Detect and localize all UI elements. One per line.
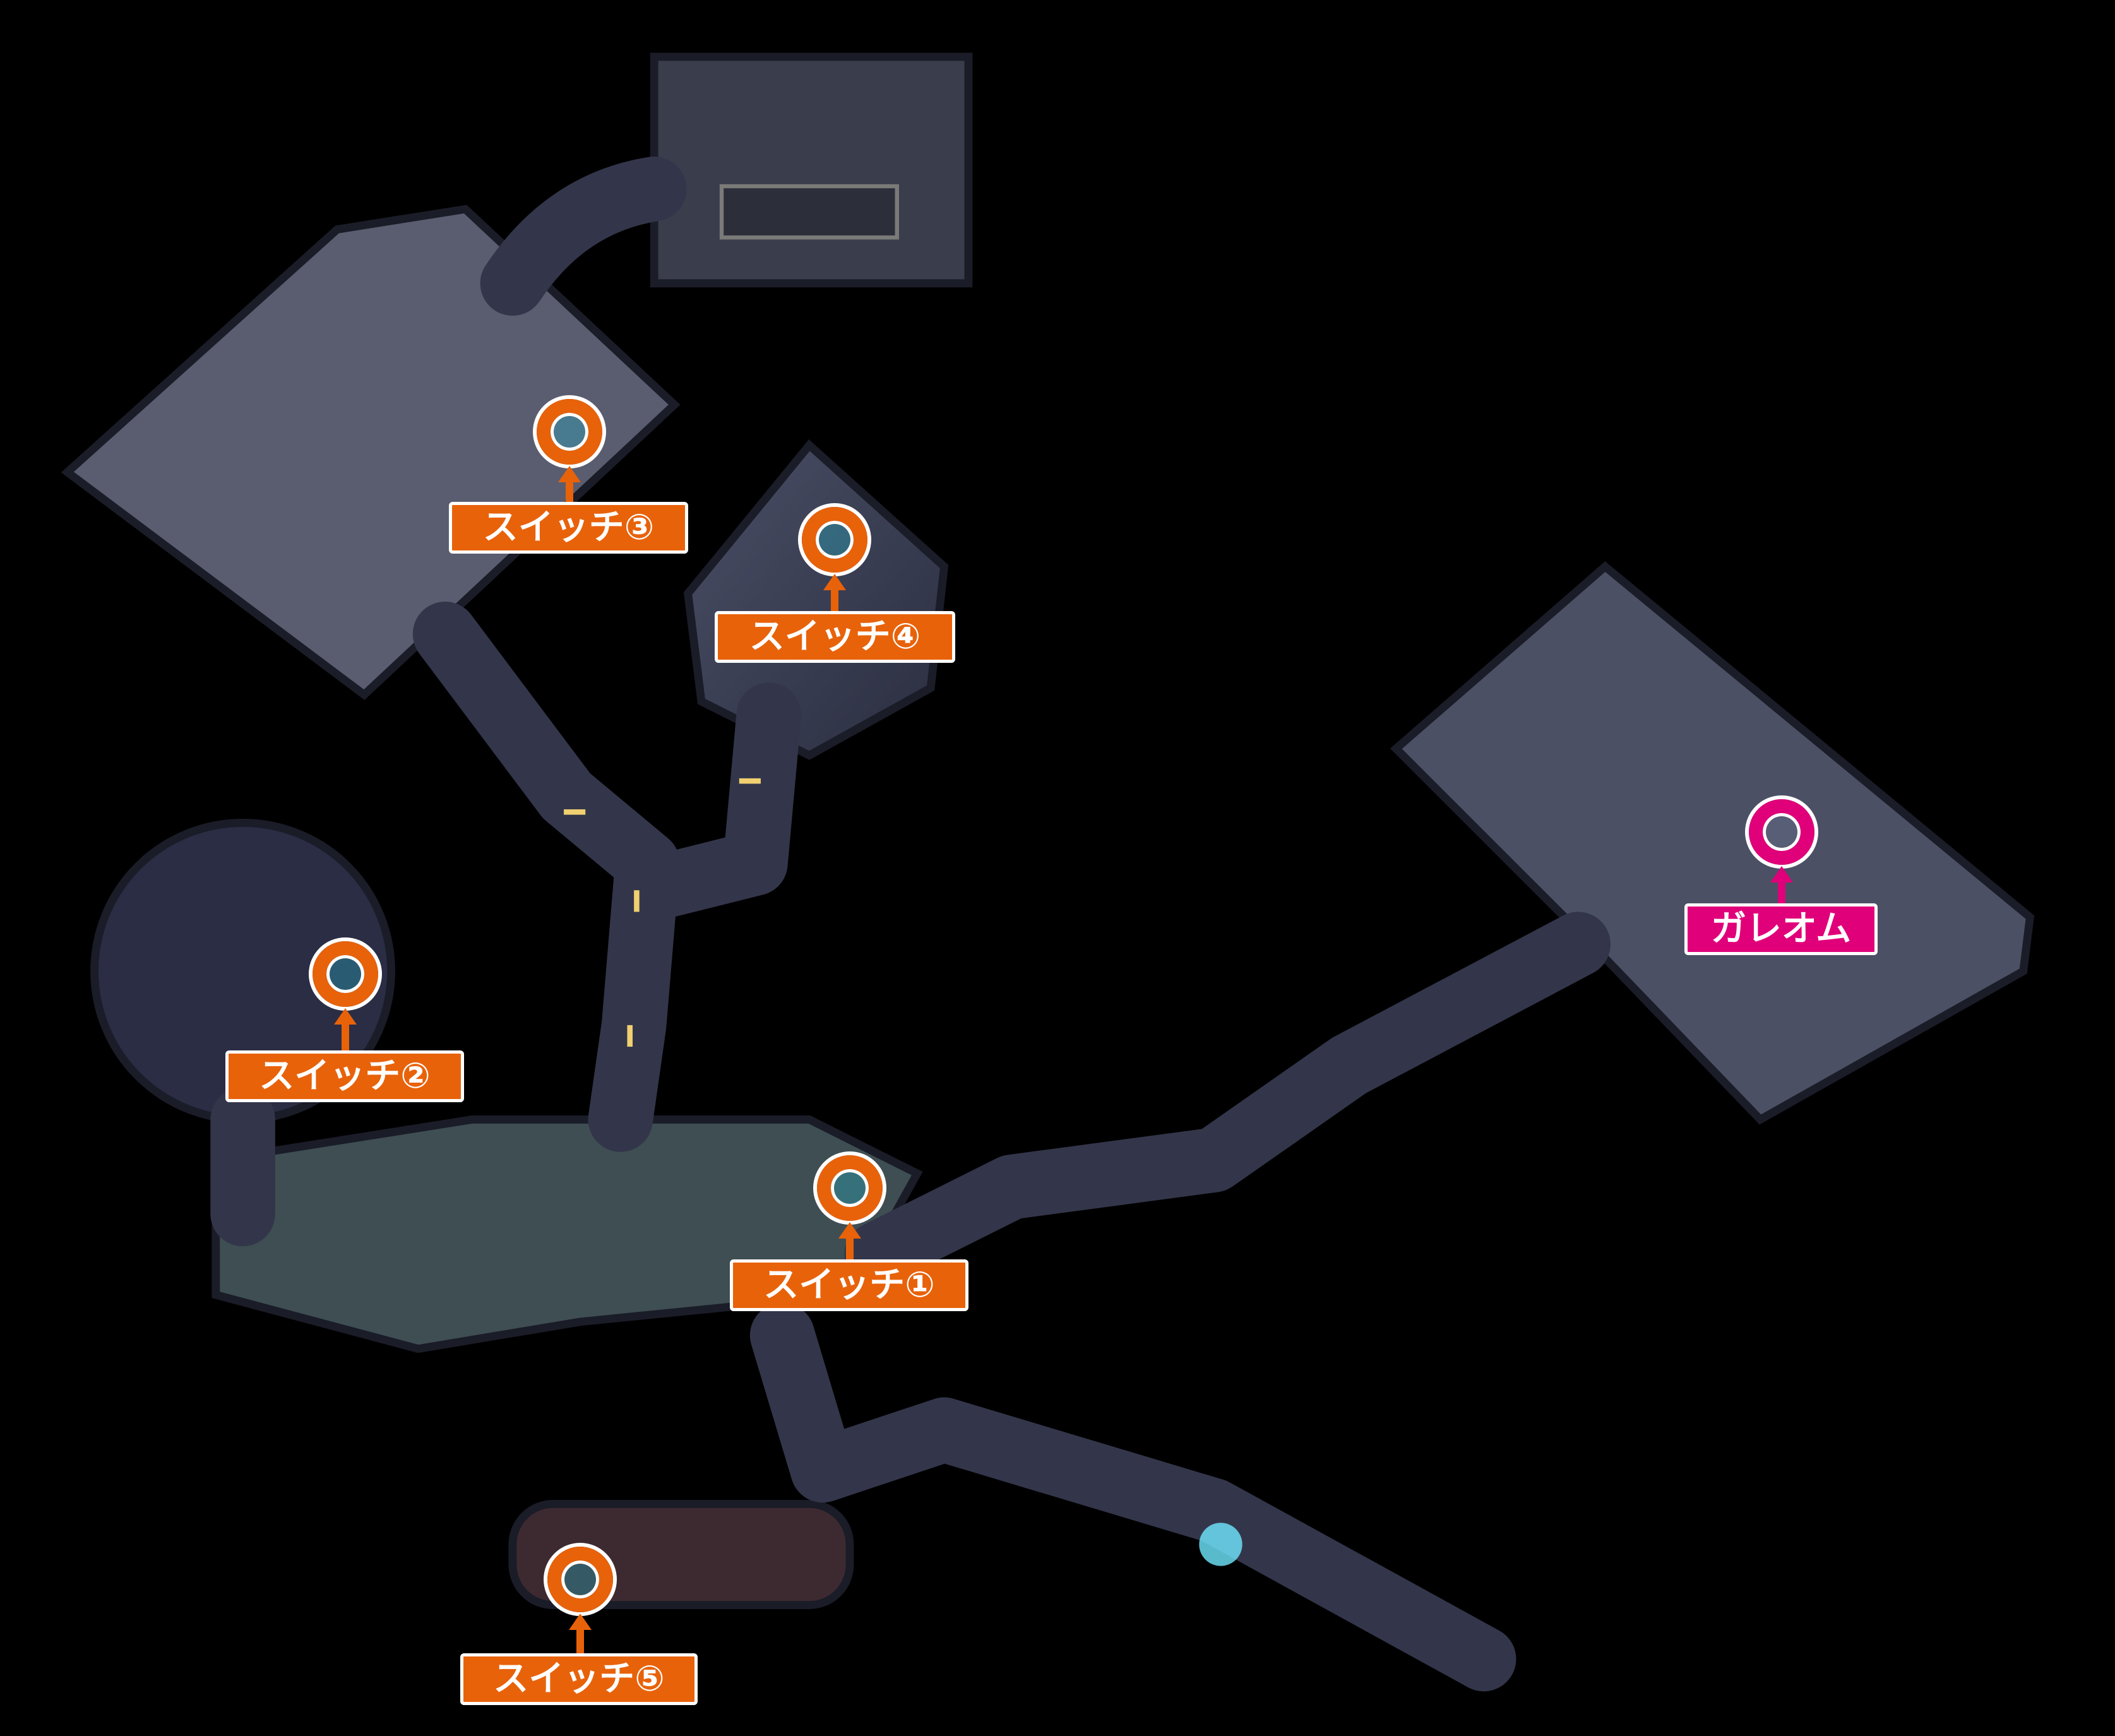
- switch-icon: [817, 1155, 883, 1221]
- switch-icon: [537, 399, 602, 465]
- marker-label: スイッチ④: [715, 611, 955, 663]
- marker-label: スイッチ②: [225, 1050, 464, 1102]
- marker-label: スイッチ①: [730, 1259, 968, 1311]
- marker-label: スイッチ⑤: [460, 1653, 698, 1705]
- warehouse-room: [61, 205, 681, 700]
- arrow-up-icon: [838, 1222, 861, 1239]
- arrow-up-icon: [1770, 866, 1793, 883]
- floor-lights: [564, 778, 761, 1047]
- arrow-up-icon: [569, 1614, 592, 1630]
- arrow-up-icon: [334, 1008, 357, 1025]
- boss-location-icon: [1749, 799, 1814, 865]
- teleporter-icon: [1199, 1523, 1242, 1566]
- corridors: [210, 157, 1611, 1692]
- arrow-up-icon: [823, 574, 846, 590]
- central-room: [212, 1115, 923, 1353]
- hangar-room: [650, 52, 973, 288]
- switch-4-room: [683, 439, 949, 760]
- galeom-room: [1390, 561, 2035, 1125]
- marker-label: スイッチ③: [449, 502, 688, 554]
- switch-icon: [802, 507, 867, 573]
- switch-icon: [547, 1547, 613, 1612]
- marker-stem: [342, 1016, 349, 1052]
- marker-label: ガレオム: [1684, 903, 1878, 955]
- hangar-floor-panel: [719, 184, 899, 240]
- arrow-up-icon: [558, 466, 581, 482]
- switch-icon: [313, 941, 378, 1007]
